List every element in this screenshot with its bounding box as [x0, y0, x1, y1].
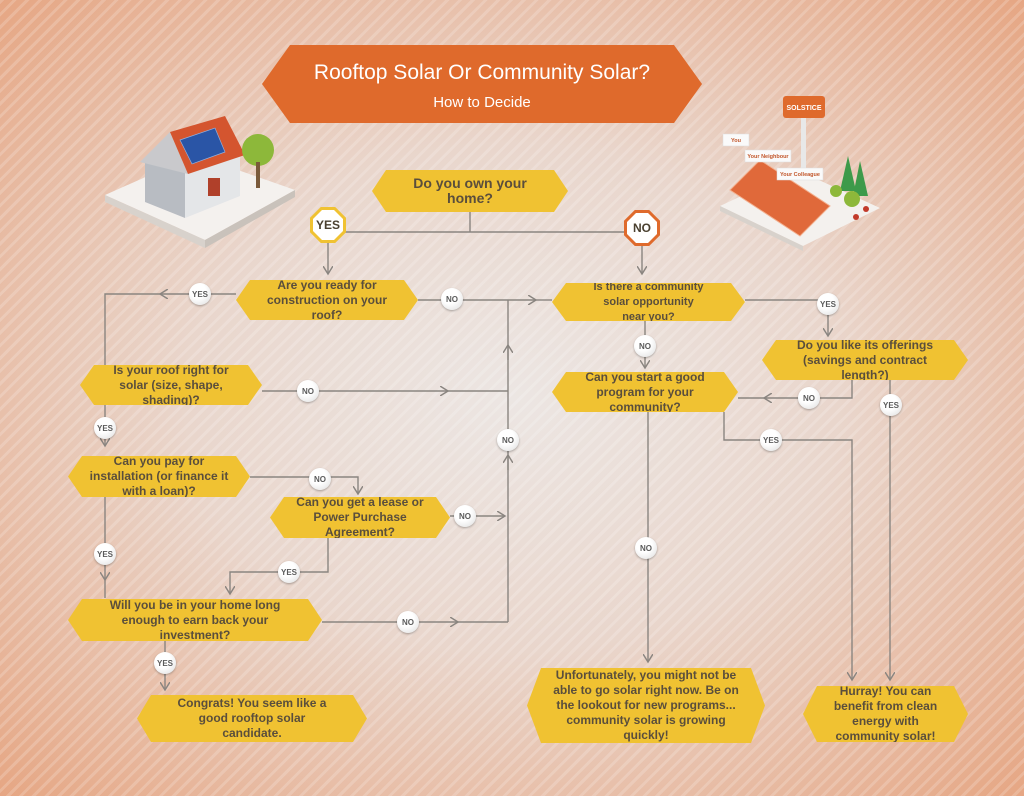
tree-icon — [242, 134, 274, 166]
badge-no: NO — [397, 611, 419, 633]
node-congrats: Congrats! You seem like a good rooftop s… — [137, 695, 367, 742]
title-banner: Rooftop Solar Or Community Solar? How to… — [262, 45, 702, 123]
solstice-sign — [783, 96, 825, 118]
badge-yes: YES — [154, 652, 176, 674]
node-community-near: Is there a community solar opportunity n… — [552, 283, 745, 321]
badge-yes: YES — [189, 283, 211, 305]
solstice-sign-text: SOLSTICE — [786, 105, 821, 112]
badge-no: NO — [309, 468, 331, 490]
badge-yes: YES — [817, 293, 839, 315]
yes-label: YES — [315, 218, 340, 232]
badge-no: NO — [798, 387, 820, 409]
sign-colleague-text: Your Colleague — [780, 172, 820, 178]
community-solar-illustration: SOLSTICE You Your Neighbour Your Colleag… — [720, 96, 880, 251]
badge-no: NO — [454, 505, 476, 527]
answer-no-octagon: NO — [624, 210, 660, 246]
node-offerings: Do you like its offerings (savings and c… — [762, 340, 968, 380]
node-stay: Will you be in your home long enough to … — [68, 599, 322, 641]
badge-no: NO — [497, 429, 519, 451]
sign-you-text: You — [731, 138, 741, 144]
node-start-program: Can you start a good program for your co… — [552, 372, 738, 412]
sign-neighbour-text: Your Neighbour — [747, 154, 789, 160]
node-construction: Are you ready for construction on your r… — [236, 280, 418, 320]
badge-yes: YES — [880, 394, 902, 416]
badge-no: NO — [635, 537, 657, 559]
node-own-home: Do you own your home? — [372, 170, 568, 212]
node-lease: Can you get a lease or Power Purchase Ag… — [270, 497, 450, 538]
badge-yes: YES — [278, 561, 300, 583]
badge-no: NO — [441, 288, 463, 310]
no-label: NO — [633, 221, 651, 235]
node-unfortunately: Unfortunately, you might not be able to … — [527, 668, 765, 743]
node-roof-right: Is your roof right for solar (size, shap… — [80, 365, 262, 405]
badge-no: NO — [297, 380, 319, 402]
answer-yes-octagon: YES — [310, 207, 346, 243]
badge-yes: YES — [760, 429, 782, 451]
badge-yes: YES — [94, 417, 116, 439]
badge-no: NO — [634, 335, 656, 357]
node-pay: Can you pay for installation (or finance… — [68, 456, 250, 497]
page-subtitle: How to Decide — [433, 94, 531, 111]
house-illustration — [105, 116, 295, 248]
badge-yes: YES — [94, 543, 116, 565]
door-icon — [208, 178, 220, 196]
page-title: Rooftop Solar Or Community Solar? — [313, 61, 651, 84]
node-hurray: Hurray! You can benefit from clean energ… — [803, 686, 968, 742]
